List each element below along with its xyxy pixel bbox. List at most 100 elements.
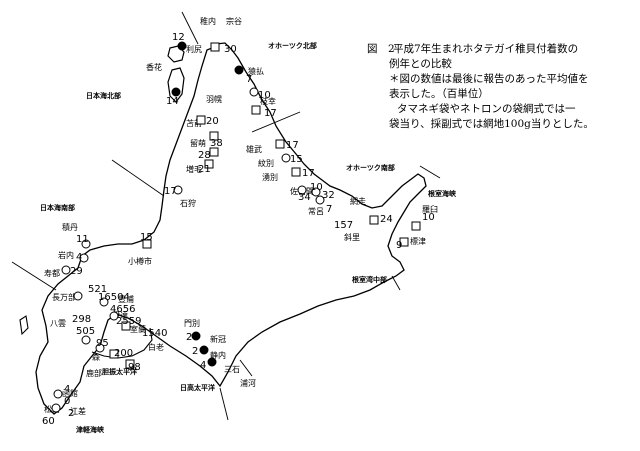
- value-shibetsu: 9: [396, 240, 402, 251]
- place-abashiri: 網走: [350, 196, 366, 206]
- value-monbetsu-h: 2: [186, 332, 192, 343]
- place-mori: 森: [92, 352, 100, 362]
- station-square: [109, 349, 119, 359]
- station-square: [125, 359, 135, 369]
- sea-label-nemuro: 根室海峡: [428, 189, 457, 198]
- sea-label-tsugaru: 津軽海峡: [76, 425, 105, 434]
- station-square: [142, 239, 152, 249]
- place-wakkanai: 稚内: [200, 16, 216, 26]
- station-dot-hollow: [281, 153, 291, 163]
- place-otaru: 小樽市: [128, 256, 152, 266]
- station-dot-hollow: [79, 253, 89, 263]
- station-dot-hollow: [81, 239, 91, 249]
- value-505: 505: [76, 326, 95, 337]
- place-monbetsu: 紋別: [258, 158, 274, 168]
- place-ishikari: 石狩: [180, 198, 196, 208]
- figure-note-4: 袋当り、採副式では網地100g当りとした。: [389, 118, 594, 130]
- place-muroran: 室蘭: [130, 324, 146, 334]
- value-98: 98: [128, 362, 141, 373]
- figure-title-2: 例年との比較: [389, 58, 452, 70]
- place-sarufutsu: 猿払: [248, 66, 264, 76]
- place-monbetsu-h: 門別: [184, 319, 200, 328]
- value-esashi-n: 10: [258, 90, 271, 101]
- figure-title-1: 平成7年生まれホタテガイ稚貝付着数の: [393, 43, 579, 55]
- station-square: [399, 237, 409, 247]
- value-4-s: 4: [64, 384, 70, 395]
- value-rishiri: 12: [172, 32, 185, 43]
- station-markers: [51, 41, 421, 413]
- value-monbetsu: 15: [290, 154, 303, 165]
- place-tomamae: 苫前: [186, 118, 202, 128]
- value-tokoro-2: 32: [322, 190, 335, 201]
- value-16504: 16504: [98, 292, 130, 303]
- station-dot-hollow: [73, 291, 83, 301]
- place-yakumo: 八雲: [50, 319, 66, 328]
- place-omu: 雄武: [246, 144, 262, 154]
- value-60: 60: [42, 416, 55, 427]
- value-1540: 1540: [142, 328, 167, 339]
- value-yubetsu: 17: [302, 168, 315, 179]
- place-shiraoi: 白老: [148, 342, 164, 352]
- station-square: [209, 147, 219, 157]
- value-2559: 2559: [116, 316, 141, 327]
- place-tokoro: 常呂: [308, 207, 324, 216]
- figure-caption: 図 2平成7年生まれホタテガイ稚貝付着数の 例年との比較 ＊図の数値は最後に報告…: [367, 42, 635, 132]
- value-521: 521: [88, 284, 107, 295]
- station-square: [275, 139, 285, 149]
- station-square: [369, 215, 379, 225]
- hokkaido-coastline: [35, 42, 427, 415]
- rebun-island: [167, 67, 185, 103]
- value-tomamae: 38: [210, 138, 223, 149]
- value-tokoro-1: 34: [298, 192, 311, 203]
- figure-note-1: ＊図の数値は最後に報告のあった平均値を: [389, 73, 589, 85]
- place-haboro: 羽幌: [206, 94, 222, 104]
- place-mitsuishi: 三石: [224, 365, 240, 374]
- sea-label-japan-mid: 日本海南部: [40, 203, 75, 212]
- station-square: [251, 105, 261, 115]
- station-dot-filled: [177, 41, 187, 51]
- place-suttsu: 寿都: [44, 268, 60, 278]
- place-rausu: 羅臼: [422, 204, 438, 214]
- place-rishiri: 利尻: [186, 44, 202, 54]
- place-esashi-n: 枝幸: [260, 96, 276, 106]
- station-dot-filled: [234, 65, 244, 75]
- place-toyoura: 豊浦: [118, 294, 134, 304]
- figure-note-3: タマネギ袋やネトロンの袋網式では一: [397, 103, 576, 115]
- place-esashi-s: 江差: [70, 406, 86, 416]
- value-rebun: 14: [166, 96, 179, 107]
- value-suttsu: 29: [70, 266, 83, 277]
- sea-label-pacific-west: 胆振太平洋: [101, 367, 137, 376]
- sea-label-okhotsk-south: オホーツク南部: [346, 163, 395, 172]
- value-shakotan: 11: [76, 234, 89, 245]
- value-ishikari: 17: [164, 186, 177, 197]
- station-dot-hollow: [311, 187, 321, 197]
- value-200: 200: [114, 348, 133, 359]
- sea-label-okhotsk-north: オホーツク北部: [268, 41, 317, 50]
- value-0: 0: [64, 396, 70, 407]
- place-shizunai: 静内: [210, 350, 226, 360]
- station-square: [209, 131, 219, 141]
- value-otaru: 15: [140, 232, 153, 243]
- value-saroma: 10: [310, 182, 323, 193]
- value-wakkanai: 30: [224, 44, 237, 55]
- station-square: [196, 115, 206, 125]
- station-dot-filled: [171, 87, 181, 97]
- station-dot-hollow: [109, 311, 119, 321]
- place-iwanai: 岩内: [58, 250, 74, 260]
- place-soya: 宗谷: [226, 16, 242, 26]
- value-haboro: 20: [206, 116, 219, 127]
- place-mashike: 増毛: [186, 164, 202, 174]
- place-rebun: 香花: [146, 62, 162, 72]
- value-mashike: 21: [198, 164, 211, 175]
- station-dot-hollow: [53, 389, 63, 399]
- station-dot-hollow: [61, 265, 71, 275]
- station-dot-hollow: [173, 185, 183, 195]
- station-square: [121, 321, 131, 331]
- place-shibetsu: 標津: [410, 236, 426, 246]
- place-shakotan: 積丹: [62, 222, 78, 232]
- funka-bay: [91, 327, 153, 359]
- value-95: 95: [96, 338, 109, 349]
- sea-label-japan-north: 日本海北部: [86, 91, 121, 100]
- value-esashi-17: 17: [264, 108, 277, 119]
